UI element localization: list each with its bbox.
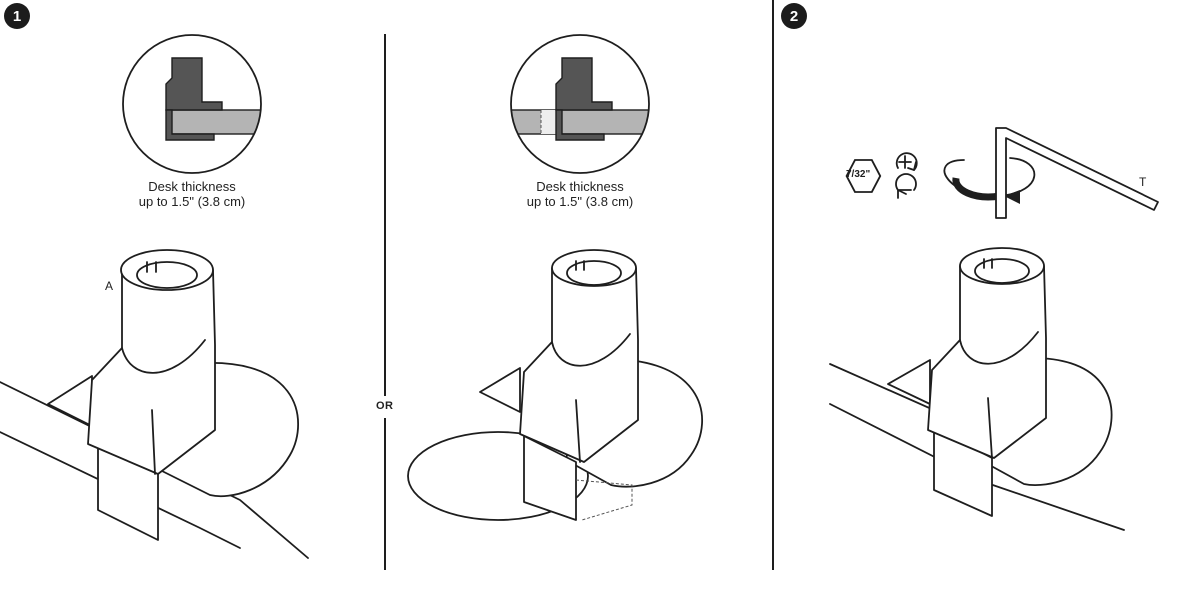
step-1-badge: 1 (4, 3, 30, 29)
panel-2-grommet-illustration (407, 34, 703, 521)
tool-label-t: T (1139, 175, 1147, 189)
plus-rotate-icon (895, 152, 918, 171)
panel-1-caption-line2: up to 1.5" (3.8 cm) (138, 194, 246, 209)
panel-1-caption-line1: Desk thickness (148, 179, 236, 194)
step-2-badge: 2 (781, 3, 807, 29)
divider-top (384, 34, 386, 396)
grommet-zoom-circle (510, 34, 650, 174)
hex-size-badge (845, 159, 882, 193)
rotation-arrow-icon (943, 157, 1036, 204)
step-1-number: 1 (12, 7, 22, 25)
or-separator-label: OR (376, 400, 394, 412)
hex-size-label: 7/32" (846, 169, 871, 180)
divider-bottom (384, 418, 386, 570)
panel-3-illustration (829, 127, 1159, 531)
panel-2-caption-line2: up to 1.5" (3.8 cm) (526, 194, 634, 209)
panel-1-illustration (0, 34, 309, 559)
step-divider (772, 0, 774, 570)
panel-1-caption: Desk thickness up to 1.5" (3.8 cm) (92, 179, 292, 209)
panel-2-caption-line1: Desk thickness (536, 179, 624, 194)
minus-rotate-icon (895, 173, 917, 199)
part-label-a: A (105, 279, 114, 293)
desk-thickness-zoom-circle (122, 34, 262, 174)
panel-2-caption: Desk thickness up to 1.5" (3.8 cm) (480, 179, 680, 209)
step-2-number: 2 (789, 7, 799, 25)
allen-key-tool (995, 127, 1159, 219)
